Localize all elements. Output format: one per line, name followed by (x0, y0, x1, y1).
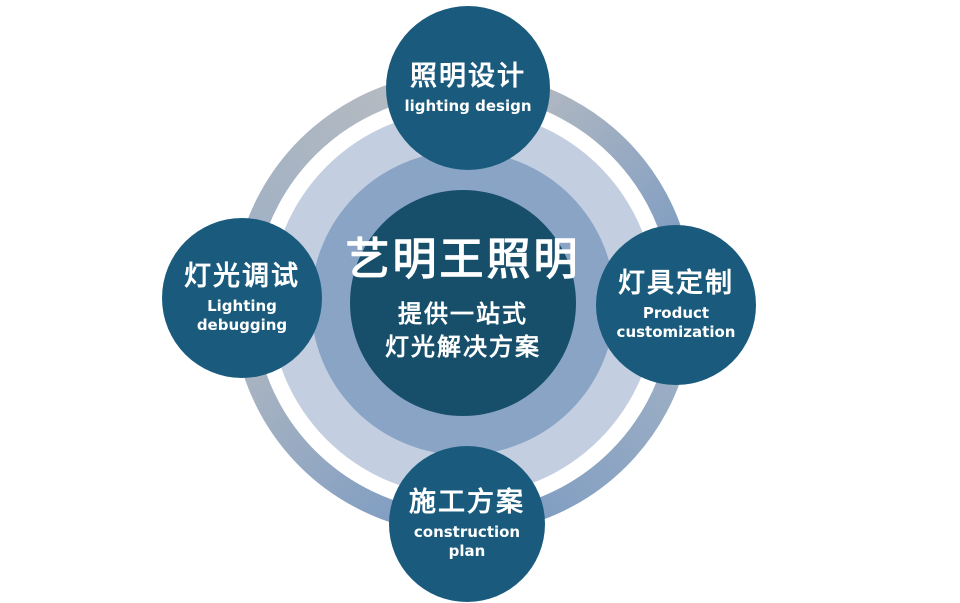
node-subtitle: lighting design (404, 96, 532, 115)
node-subtitle: construction plan (413, 523, 521, 561)
node-subtitle: Lighting debugging (196, 297, 288, 335)
node-title: 施工方案 (409, 487, 525, 519)
node-product-customization: 灯具定制 Product customization (596, 225, 756, 385)
center-subtitle-line-1: 提供一站式 (398, 300, 528, 329)
node-subtitle: Product customization (616, 304, 736, 342)
center-title: 艺明王照明 (345, 234, 581, 285)
node-lighting-debugging: 灯光调试 Lighting debugging (162, 218, 322, 378)
orbit-arc-bottom-left (237, 346, 420, 529)
node-construction-plan: 施工方案 construction plan (389, 446, 545, 602)
node-lighting-design: 照明设计 lighting design (386, 6, 550, 170)
node-title: 灯具定制 (618, 268, 734, 300)
center-subtitle-line-2: 灯光解决方案 (385, 332, 541, 361)
center-ring-inner (350, 190, 576, 416)
node-title: 照明设计 (410, 60, 526, 92)
center-node: 艺明王照明 提供一站式 灯光解决方案 (313, 234, 613, 363)
node-title: 灯光调试 (184, 261, 300, 293)
